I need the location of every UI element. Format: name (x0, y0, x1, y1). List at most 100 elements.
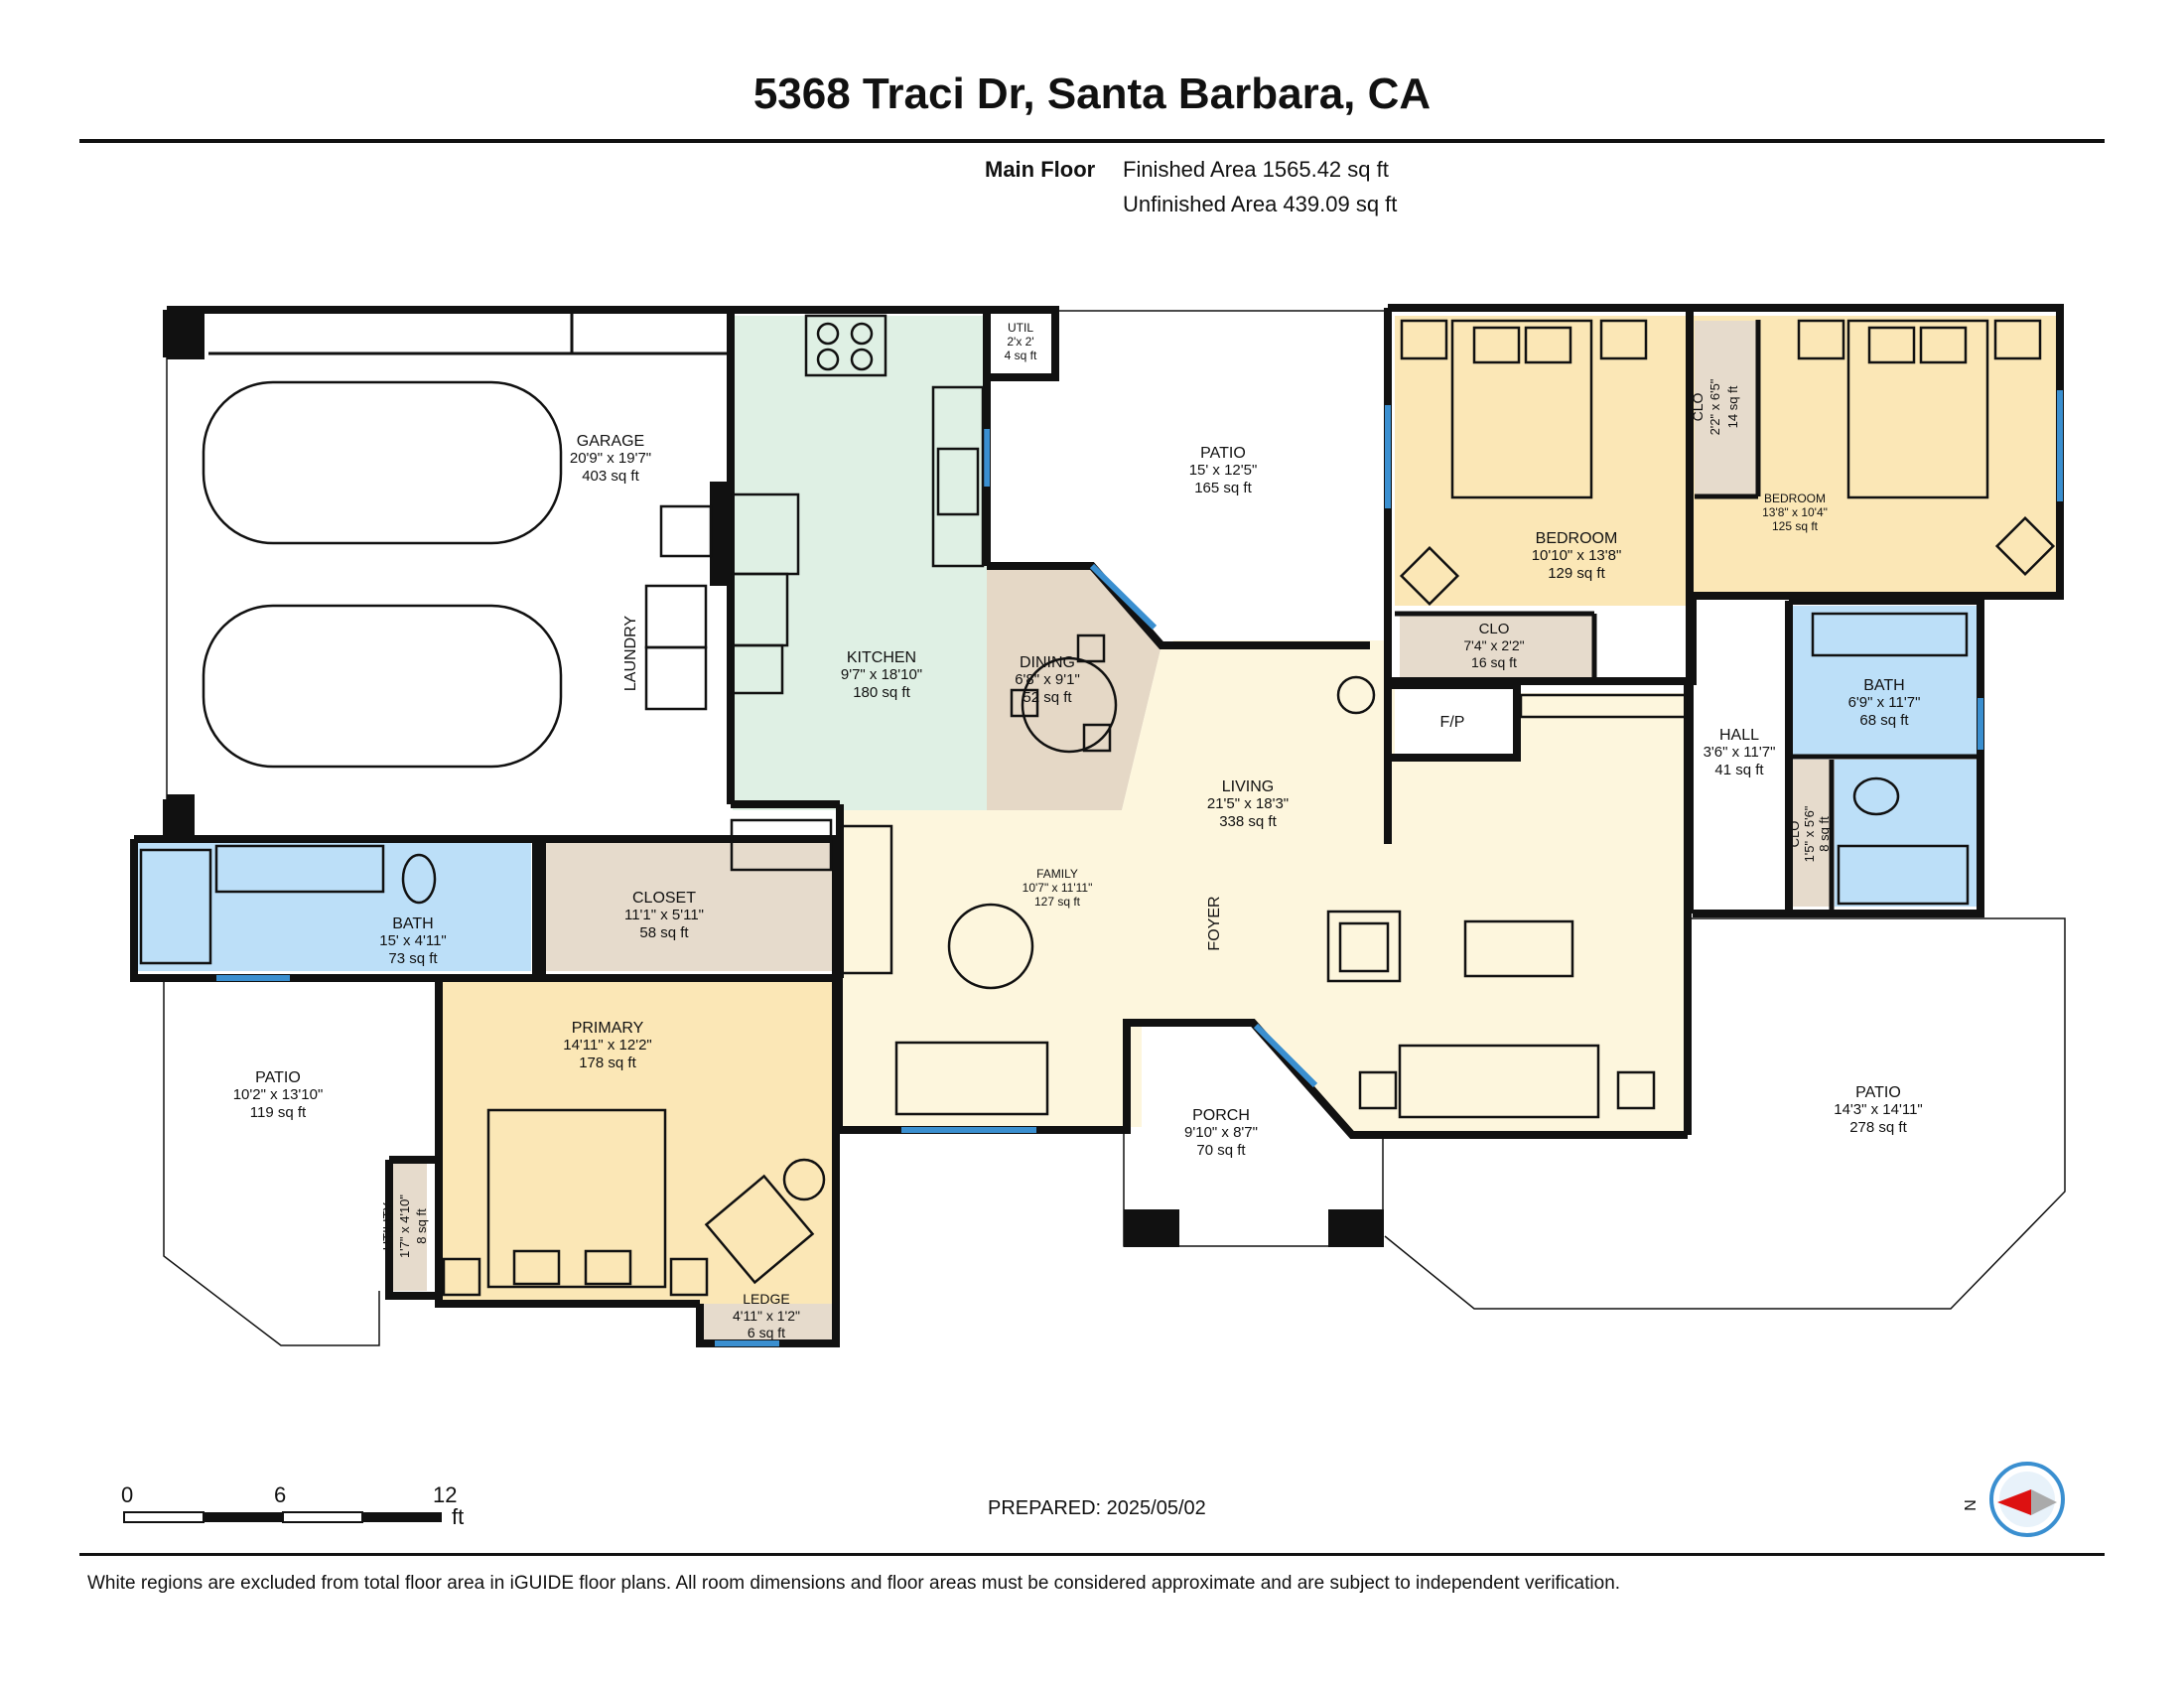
utility-fill (389, 1160, 427, 1291)
room-name: F/P (1440, 714, 1465, 731)
room-name: BATH (1863, 677, 1904, 694)
room-dims: 14'11" x 12'2" (563, 1037, 652, 1054)
room-dims: 20'9" x 19'7" (570, 450, 651, 467)
room-dims: 3'6" x 11'7" (1704, 744, 1776, 761)
room-area: 119 sq ft (250, 1104, 307, 1121)
floor-label: Main Floor (985, 157, 1096, 182)
room-area: 6 sq ft (748, 1325, 785, 1340)
room-name: CLO (1479, 621, 1510, 637)
room-dims: 6'8" x 9'1" (1015, 671, 1080, 688)
room-fills (134, 316, 2062, 1340)
room-dims: 1'7" x 4'10" (397, 1195, 412, 1258)
room-dims: 15' x 12'5" (1189, 462, 1258, 479)
room-name: BEDROOM (1764, 492, 1826, 505)
room-area: 127 sq ft (1034, 895, 1081, 909)
finished-area: Finished Area 1565.42 sq ft (1123, 157, 1389, 182)
wall-blocks (167, 310, 1384, 1247)
room-name: UTILITY (380, 1201, 395, 1250)
room-area: 8 sq ft (414, 1208, 429, 1244)
room-dims: 10'7" x 11'11" (1023, 881, 1093, 895)
scale-tick-6: 6 (274, 1482, 287, 1507)
room-area: 14 sq ft (1725, 385, 1740, 428)
room-dims: 10'2" x 13'10" (233, 1086, 324, 1103)
room-dims: 1'5" x 5'6" (1802, 805, 1817, 862)
room-name: DINING (1020, 654, 1075, 671)
room-area: 178 sq ft (579, 1055, 636, 1071)
disclaimer: White regions are excluded from total fl… (87, 1573, 1621, 1594)
room-area: 73 sq ft (388, 950, 438, 967)
patio-right-outline (1384, 917, 2066, 1310)
room-area: 165 sq ft (1194, 480, 1252, 496)
living-family-fill (839, 640, 1688, 1132)
room-name: BEDROOM (1536, 530, 1618, 547)
room-name: CLOSET (632, 890, 696, 907)
room-area: 180 sq ft (853, 684, 910, 701)
scale-bar (123, 1511, 442, 1523)
furniture (139, 314, 2056, 1297)
room-dims: 4'11" x 1'2" (733, 1308, 800, 1324)
fireplace (1384, 681, 1521, 762)
patio-left-outline (163, 981, 380, 1346)
closet-fill (542, 842, 836, 971)
room-dims: 9'7" x 18'10" (841, 666, 922, 683)
scale-tick-12: 12 (433, 1482, 458, 1507)
room-name: PATIO (1855, 1084, 1901, 1101)
room-labels: GARAGE 20'9" x 19'7" 403 sq ft LAUNDRY K… (233, 321, 1979, 1511)
room-dims: 14'3" x 14'11" (1834, 1101, 1923, 1118)
scale-tick-0: 0 (121, 1482, 134, 1507)
outdoor-outlines (163, 310, 2066, 1346)
room-area: 278 sq ft (1849, 1119, 1907, 1136)
room-name: FOYER (1206, 896, 1223, 950)
room-dims: 11'1" x 5'11" (624, 907, 704, 923)
room-area: 68 sq ft (1859, 712, 1909, 729)
room-name: CLO (1787, 821, 1802, 848)
footer-rule (79, 1553, 2105, 1556)
room-area: 41 sq ft (1714, 762, 1764, 778)
room-name: GARAGE (577, 433, 644, 450)
bath-right-top-fill (1793, 606, 1977, 755)
room-dims: 21'5" x 18'3" (1207, 795, 1289, 812)
room-dims: 6'9" x 11'7" (1848, 694, 1921, 711)
primary-fill (439, 981, 836, 1304)
room-area: 403 sq ft (582, 468, 639, 485)
compass-label: N (1963, 1499, 1979, 1511)
unfinished-area: Unfinished Area 439.09 sq ft (1123, 192, 1398, 216)
dining-fill (987, 568, 1161, 810)
room-name: PATIO (1200, 445, 1246, 462)
room-area: 125 sq ft (1772, 519, 1819, 533)
clo-mid-fill (1400, 614, 1594, 678)
room-name: FAMILY (1036, 867, 1078, 881)
room-name: CLO (1690, 393, 1706, 422)
room-area: 58 sq ft (639, 924, 689, 941)
room-dims: 2'x 2' (1007, 335, 1033, 349)
bath-left-fill (134, 842, 531, 971)
room-dims: 2'2" x 6'5" (1707, 378, 1722, 435)
room-name: LIVING (1222, 778, 1274, 795)
room-area: 129 sq ft (1548, 565, 1605, 582)
room-dims: 9'10" x 8'7" (1184, 1124, 1258, 1141)
room-dims: 15' x 4'11" (379, 932, 447, 949)
bedroom1-fill (1395, 316, 1690, 606)
room-dims: 13'8" x 10'4" (1762, 505, 1828, 519)
room-name: UTIL (1008, 321, 1033, 335)
prepared-date: PREPARED: 2025/05/02 (988, 1497, 1206, 1519)
compass-icon (1989, 1462, 2065, 1537)
room-name: PORCH (1192, 1107, 1250, 1124)
header-rule (79, 139, 2105, 143)
ledge-fill (700, 1304, 834, 1340)
room-name: PATIO (255, 1069, 301, 1086)
room-name: KITCHEN (847, 649, 916, 666)
room-dims: 7'4" x 2'2" (1463, 637, 1524, 653)
bath-right-bot-fill (1835, 760, 1977, 907)
room-area: 70 sq ft (1196, 1142, 1246, 1159)
room-area: 8 sq ft (1817, 816, 1832, 852)
kitchen-fill (733, 316, 987, 810)
room-name: LEDGE (743, 1291, 789, 1307)
clo-hall-fill (1793, 760, 1831, 907)
room-name: LAUNDRY (622, 616, 639, 692)
room-area: 52 sq ft (1023, 689, 1072, 706)
room-area: 16 sq ft (1471, 654, 1517, 670)
page-title: 5368 Traci Dr, Santa Barbara, CA (752, 70, 1432, 118)
room-area: 4 sq ft (1005, 349, 1037, 362)
